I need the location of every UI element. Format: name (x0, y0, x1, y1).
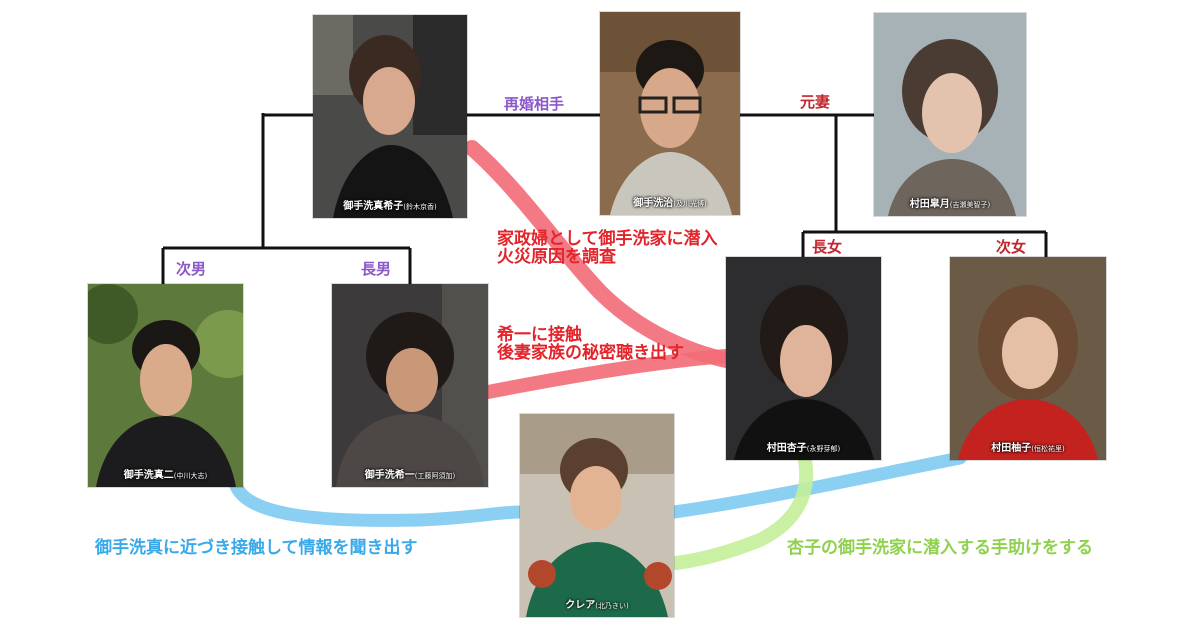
portrait-photo (874, 13, 1026, 216)
person-card-satsuki: 村田皐月(吉瀬美智子) (874, 13, 1026, 216)
note-line: 火災原因を調査 (497, 246, 616, 267)
portrait-photo (88, 284, 243, 487)
relation-label-remarriage: 再婚相手 (504, 95, 565, 113)
person-card-koji: 御手洗治(及川光博) (600, 12, 740, 215)
note-kiichi-contact: 希一に接触 後妻家族の秘密聴き出す (497, 325, 684, 363)
portrait-photo (726, 257, 881, 460)
note-line: 希一に接触 (497, 325, 582, 345)
portrait-photo (600, 12, 740, 215)
note-line: 家政婦として御手洗家に潜入 (497, 229, 718, 249)
person-card-claire: クレア(北乃きい) (520, 414, 674, 617)
relation-label-second-daughter: 次女 (996, 238, 1027, 256)
note-housekeeper: 家政婦として御手洗家に潜入 火災原因を調査 (497, 229, 718, 267)
housekeeper-highlight-stroke (464, 140, 734, 368)
person-card-shinji: 御手洗真二(中川大志) (88, 284, 243, 487)
person-caption: 村田柚子(恒松祐里) (991, 443, 1065, 454)
note-line: 後妻家族の秘密聴き出す (497, 342, 684, 363)
yuzuko-claire-highlight-stroke (667, 451, 967, 519)
relation-label-eldest-son: 長男 (361, 260, 392, 278)
kyoko-claire-highlight-stroke (669, 453, 814, 570)
person-card-kyoko: 村田杏子(永野芽郁) (726, 257, 881, 460)
portrait-photo (950, 257, 1106, 460)
portrait-photo (520, 414, 674, 617)
kiichi-highlight-stroke (481, 349, 733, 399)
person-caption: 御手洗希一(工藤阿須加) (364, 470, 456, 481)
person-card-makiko: 御手洗真希子(鈴木京香) (313, 15, 467, 218)
relation-label-second-son: 次男 (176, 260, 207, 278)
shinji-highlight-stroke (229, 479, 527, 527)
person-caption: 村田杏子(永野芽郁) (766, 443, 841, 454)
person-card-kiichi: 御手洗希一(工藤阿須加) (332, 284, 488, 487)
relation-label-eldest-daughter: 長女 (812, 238, 843, 256)
portrait-photo (332, 284, 488, 487)
person-caption: クレア(北乃きい) (565, 600, 629, 611)
note-shinji-contact: 御手洗真に近づき接触して情報を聞き出す (95, 538, 418, 558)
person-caption: 村田皐月(吉瀬美智子) (909, 199, 991, 210)
person-caption: 御手洗治(及川光博) (633, 198, 707, 209)
person-caption: 御手洗真希子(鈴木京香) (343, 201, 437, 212)
relation-label-ex-wife: 元妻 (800, 93, 831, 111)
portrait-photo (313, 15, 467, 218)
person-caption: 御手洗真二(中川大志) (123, 470, 208, 481)
person-card-yuzuko: 村田柚子(恒松祐里) (950, 257, 1106, 460)
note-help: 杏子の御手洗家に潜入する手助けをする (787, 538, 1093, 558)
